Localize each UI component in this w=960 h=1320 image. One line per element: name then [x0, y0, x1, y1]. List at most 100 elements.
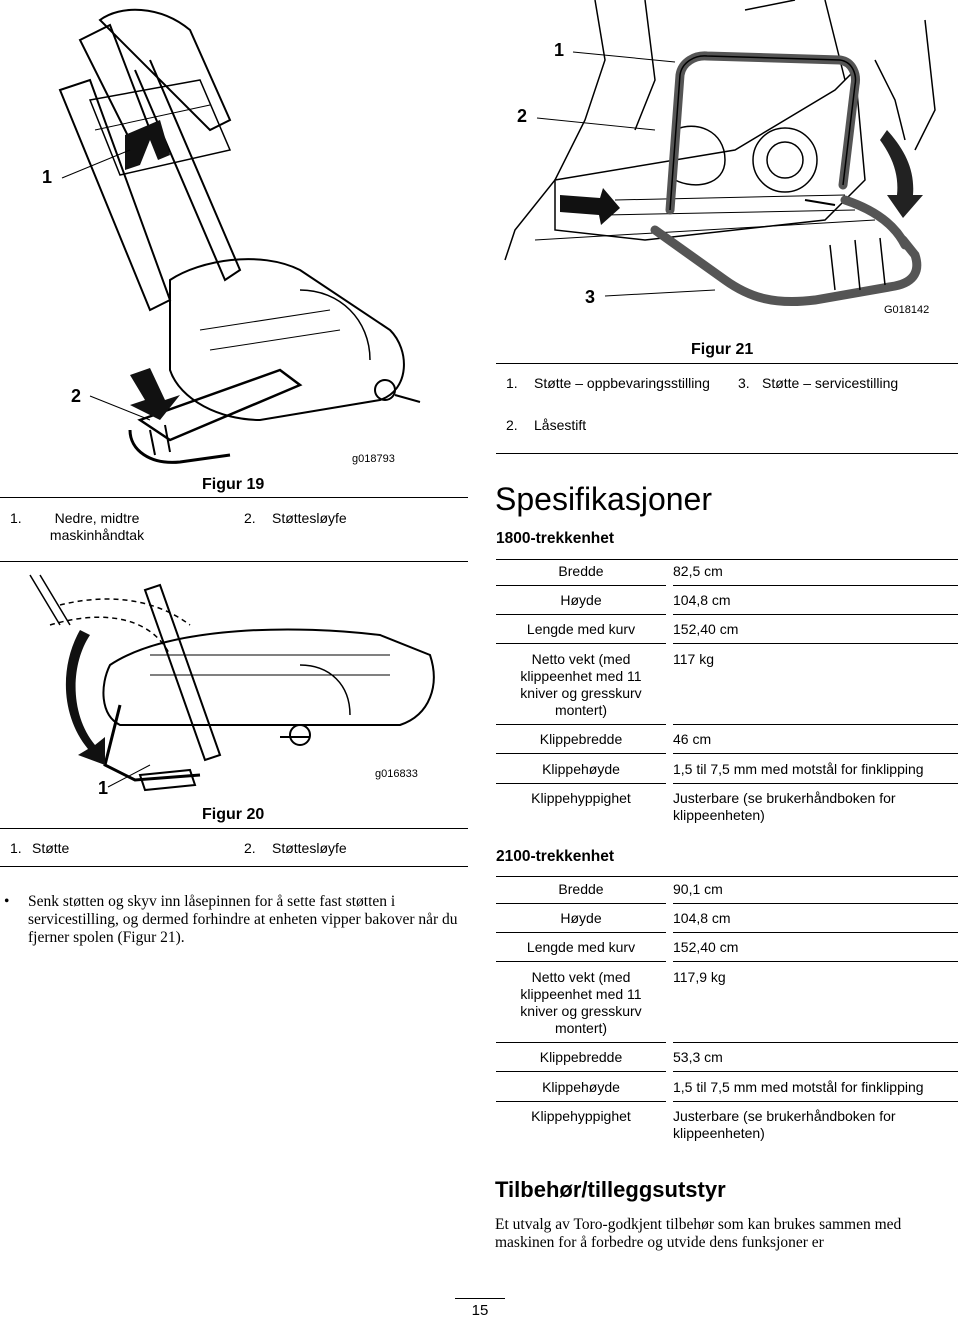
row-divider: [496, 724, 666, 725]
spec-value: 104,8 cm: [673, 592, 731, 608]
spec-value: 46 cm: [673, 731, 712, 747]
spec-label: Lengde med kurv: [526, 939, 636, 955]
unit2-title: 2100-trekkenhet: [496, 848, 615, 865]
row-divider: [673, 614, 958, 615]
spec-label: Lengde med kurv: [526, 621, 636, 637]
spec-label: Klippehyppighet: [531, 790, 631, 806]
legend-num: 1.: [10, 840, 22, 856]
legend-text: Støtte – oppbevaringsstilling: [534, 375, 710, 391]
legend-num: 1.: [506, 375, 518, 391]
figure-19-callout-1: 1: [42, 167, 53, 187]
figure-19-rule: [0, 497, 468, 498]
legend-text: Låsestift: [534, 417, 587, 433]
row-divider: [496, 614, 666, 615]
row-divider: [673, 1042, 958, 1043]
spec-label: Bredde: [558, 881, 604, 897]
row-divider: [673, 932, 958, 933]
unit1-top-rule: [496, 559, 958, 560]
legend-text: Støttesløyfe: [272, 840, 347, 856]
spec-value: 53,3 cm: [673, 1049, 723, 1065]
row-divider: [673, 903, 958, 904]
figure-21-code: G018142: [884, 304, 930, 316]
spec-label: Bredde: [558, 563, 604, 579]
figure-20-illustration: [29, 574, 435, 792]
spec-value: 152,40 cm: [673, 621, 739, 637]
figure-21-bottom-rule: [496, 453, 958, 454]
figure-21-caption: Figur 21: [691, 341, 754, 358]
figure-19-legend-2: 2. Støttesløyfe: [244, 510, 347, 527]
unit2-top-rule: [496, 876, 958, 877]
instruction-bullet: • Senk støtten og skyv inn låsepinnen fo…: [0, 893, 465, 947]
spec-value: Justerbare (se brukerhåndboken for klipp…: [673, 790, 896, 823]
legend-text: Støttesløyfe: [272, 510, 347, 526]
legend-text: Nedre, midtre maskinhåndtak: [49, 510, 145, 543]
row-divider: [496, 1101, 666, 1102]
figure-21-legend-1: 1. Støtte – oppbevaringsstilling: [506, 375, 716, 392]
figure-19-bottom-rule: [0, 561, 468, 562]
legend-num: 2.: [244, 840, 256, 856]
spec-value: 117,9 kg: [673, 969, 726, 985]
figure-21-illustration: [504, 0, 936, 307]
row-divider: [673, 961, 958, 962]
spec-value: 1,5 til 7,5 mm med motstål for finklippi…: [673, 761, 924, 777]
figure-19-code: g018793: [352, 453, 395, 465]
spec-value: 104,8 cm: [673, 910, 731, 926]
figure-19-caption: Figur 19: [202, 476, 265, 493]
row-divider: [496, 903, 666, 904]
spec-value: Justerbare (se brukerhåndboken for klipp…: [673, 1108, 896, 1141]
bullet-text: Senk støtten og skyv inn låsepinnen for …: [28, 893, 458, 946]
figure-21-callout-3: 3: [585, 287, 596, 307]
row-divider: [673, 724, 958, 725]
bullet-icon: •: [4, 893, 10, 910]
accessories-heading: Tilbehør/tilleggsutstyr: [495, 1177, 726, 1202]
figure-21-callout-2: 2: [517, 106, 528, 126]
spec-label: Klippebredde: [539, 1049, 623, 1065]
specifications-heading: Spesifikasjoner: [495, 481, 712, 517]
row-divider: [496, 1071, 666, 1072]
legend-text: Støtte: [32, 840, 70, 856]
row-divider: [673, 753, 958, 754]
spec-label: Klippehøyde: [542, 761, 620, 777]
figure-19-illustration: [58, 8, 421, 464]
accessories-text: Et utvalg av Toro-godkjent tilbehør som …: [495, 1216, 902, 1251]
spec-value: 90,1 cm: [673, 881, 723, 897]
figure-20-legend-1: 1. Støtte: [10, 840, 69, 857]
spec-label: Netto vekt (med klippeenhet med 11 knive…: [520, 651, 642, 718]
spec-value: 117 kg: [673, 651, 714, 667]
spec-value: 1,5 til 7,5 mm med motstål for finklippi…: [673, 1079, 924, 1095]
row-divider: [496, 643, 666, 644]
page-number: 15: [471, 1302, 489, 1319]
row-divider: [673, 1071, 958, 1072]
unit1-title: 1800-trekkenhet: [496, 530, 615, 547]
spec-label: Høyde: [560, 592, 602, 608]
row-divider: [673, 1101, 958, 1102]
row-divider: [496, 932, 666, 933]
figure-20-rule: [0, 828, 468, 829]
row-divider: [496, 753, 666, 754]
figure-21-rule: [496, 363, 958, 364]
row-divider: [496, 961, 666, 962]
row-divider: [673, 643, 958, 644]
legend-num: 3.: [738, 375, 750, 391]
figure-19-callout-2: 2: [71, 386, 82, 406]
row-divider: [673, 585, 958, 586]
legend-text: Støtte – servicestilling: [762, 375, 899, 391]
figure-21-legend-2: 2. Låsestift: [506, 417, 586, 434]
legend-num: 2.: [506, 417, 518, 433]
figure-19-legend-1: 1. Nedre, midtre maskinhåndtak: [10, 510, 170, 544]
figure-20-legend-2: 2. Støttesløyfe: [244, 840, 347, 857]
figure-20-code: g016833: [375, 768, 418, 780]
spec-label: Klippehøyde: [542, 1079, 620, 1095]
spec-label: Klippebredde: [539, 731, 623, 747]
spec-value: 152,40 cm: [673, 939, 739, 955]
spec-label: Klippehyppighet: [531, 1108, 631, 1124]
row-divider: [496, 585, 666, 586]
spec-label: Netto vekt (med klippeenhet med 11 knive…: [520, 969, 642, 1036]
legend-num: 1.: [10, 510, 22, 526]
legend-num: 2.: [244, 510, 256, 526]
spec-label: Høyde: [560, 910, 602, 926]
row-divider: [496, 783, 666, 784]
row-divider: [673, 783, 958, 784]
figure-21-legend-3: 3. Støtte – servicestilling: [738, 375, 898, 392]
row-divider: [496, 1042, 666, 1043]
